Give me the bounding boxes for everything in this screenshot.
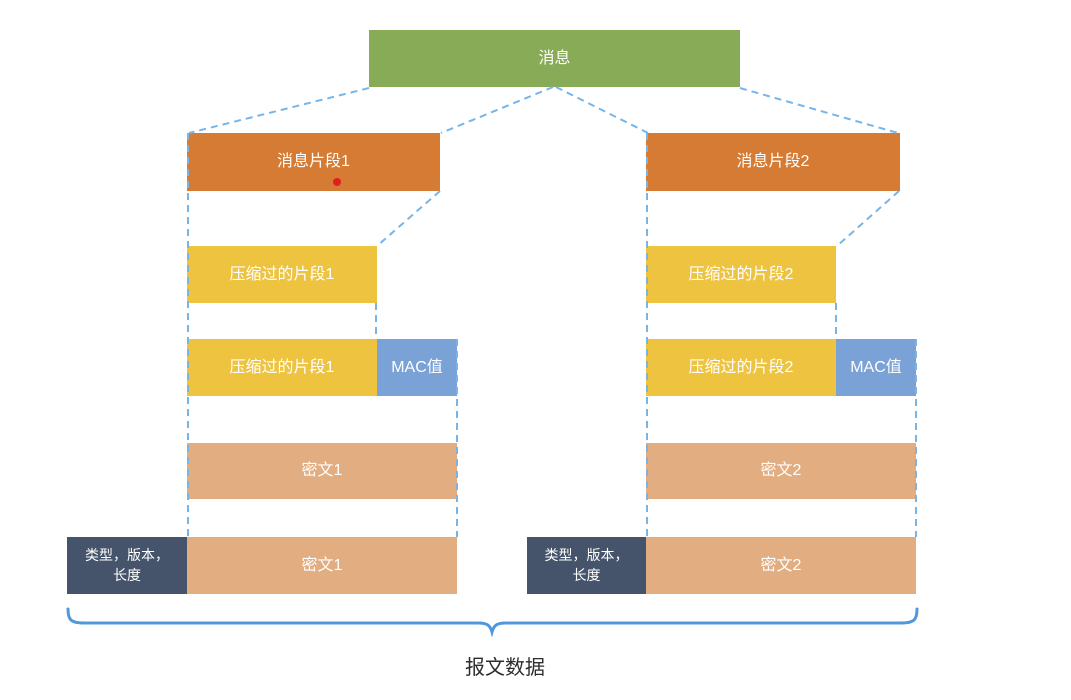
packet-data-label: 报文数据 bbox=[465, 657, 545, 679]
packet-brace bbox=[66, 607, 919, 638]
record-cipher-box-1: 密文1 bbox=[187, 537, 457, 594]
cipher-label-2: 密文2 bbox=[760, 462, 802, 480]
record-header-box-1: 类型，版本， 长度 bbox=[67, 537, 187, 594]
cipher-box-2: 密文2 bbox=[646, 443, 916, 499]
cipher-label-1: 密文1 bbox=[301, 462, 343, 480]
fragment-label-2: 消息片段2 bbox=[736, 153, 810, 171]
fragment-box-1: 消息片段1 bbox=[187, 133, 440, 191]
cipher-box-1: 密文1 bbox=[187, 443, 457, 499]
record-cipher-label-2: 密文2 bbox=[760, 556, 802, 574]
record-header-box-2: 类型，版本， 长度 bbox=[527, 537, 646, 594]
message-box: 消息 bbox=[369, 30, 740, 87]
compressed-mac-label-2: 压缩过的片段2 bbox=[688, 358, 794, 376]
red-dot-annotation bbox=[333, 178, 341, 186]
record-header-line2-2: 长度 bbox=[572, 566, 601, 583]
dashed-connector-message-to-frag1-right bbox=[440, 86, 554, 134]
mac-box-2: MAC值 bbox=[836, 339, 916, 396]
compressed-label-1: 压缩过的片段1 bbox=[229, 265, 335, 283]
record-header-line1-1: 类型，版本， bbox=[85, 546, 169, 563]
mac-box-1: MAC值 bbox=[377, 339, 457, 396]
mac-label-1: MAC值 bbox=[391, 358, 443, 376]
dashed-connector-frag1-to-compressed1 bbox=[376, 190, 441, 247]
compressed-box-2: 压缩过的片段2 bbox=[646, 246, 836, 303]
fragment-label-1: 消息片段1 bbox=[277, 153, 350, 171]
fragment-box-2: 消息片段2 bbox=[646, 133, 900, 191]
record-header-line2-1: 长度 bbox=[113, 566, 141, 583]
compressed-label-2: 压缩过的片段2 bbox=[688, 265, 794, 283]
dashed-connector-frag2-to-compressed2 bbox=[836, 190, 900, 247]
compressed-mac-yellow-box-1: 压缩过的片段1 bbox=[187, 339, 377, 396]
mac-label-2: MAC值 bbox=[850, 358, 902, 376]
compressed-mac-label-1: 压缩过的片段1 bbox=[229, 358, 335, 376]
compressed-box-1: 压缩过的片段1 bbox=[187, 246, 377, 303]
record-cipher-label-1: 密文1 bbox=[301, 556, 343, 574]
dashed-connector-message-to-frag2-left bbox=[555, 86, 649, 134]
dashed-connector-message-to-frag2-right bbox=[739, 87, 899, 134]
message-label: 消息 bbox=[538, 49, 571, 67]
dashed-connector-message-to-frag1-left bbox=[188, 87, 370, 134]
record-cipher-box-2: 密文2 bbox=[646, 537, 916, 594]
record-header-line1-2: 类型，版本， bbox=[544, 546, 629, 563]
compressed-mac-yellow-box-2: 压缩过的片段2 bbox=[646, 339, 836, 396]
